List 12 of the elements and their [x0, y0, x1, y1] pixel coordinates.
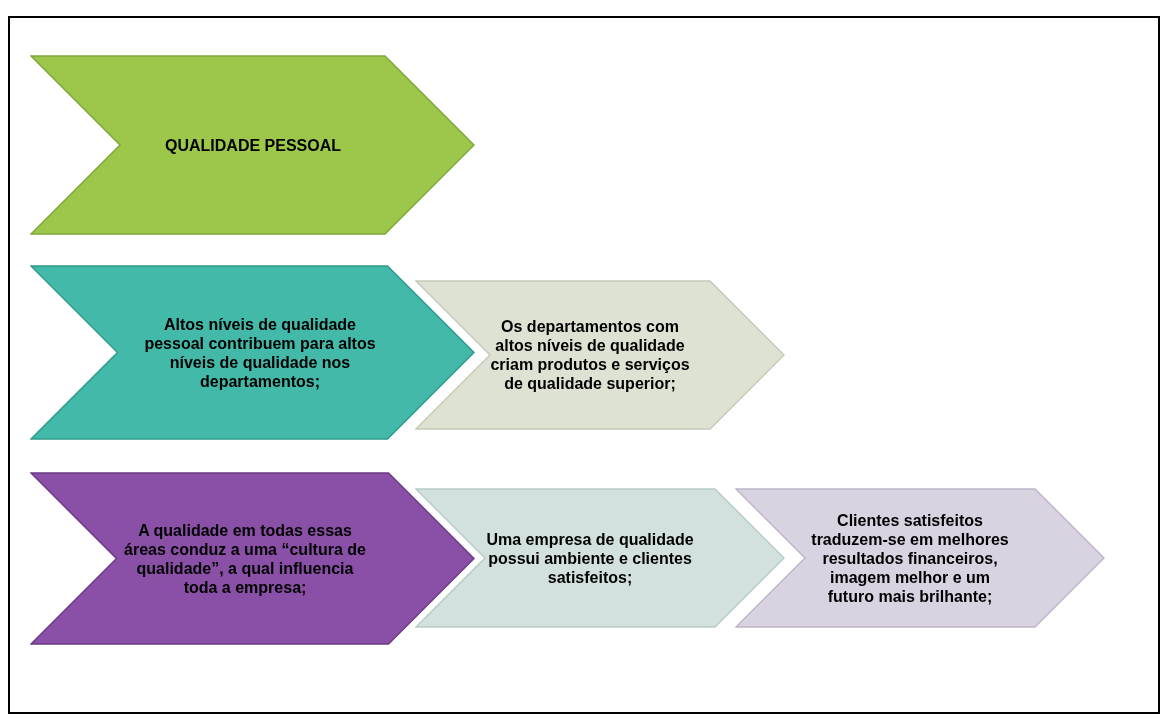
chevron-shape [30, 472, 475, 645]
chevron-shape [415, 280, 785, 430]
chevron-text: Os departamentos com altos níveis de qualidade criam produtos e serviços de qualidade superior; [489, 317, 691, 393]
chevron-text: A qualidade em todas essas áreas conduz a uma “cultura de qualidade”, a qual influencia toda a empresa; [123, 520, 367, 597]
chevron-text: Clientes satisfeitos traduzem-se em melhores resultados financeiros, imagem melhor e um futuro mais brilhante; [810, 510, 1010, 606]
chevron-shape [30, 55, 475, 235]
chevron-shape [30, 265, 475, 440]
chevron-text: Altos níveis de qualidade pessoal contribuem para altos níveis de qualidade nos departamentos; [143, 314, 377, 391]
chevron-text: Uma empresa de qualidade possui ambiente e clientes satisfeitos; [485, 529, 695, 587]
chevron-text: QUALIDADE PESSOAL [165, 135, 342, 155]
chevron-shape [415, 488, 785, 628]
chevron-shape [735, 488, 1105, 628]
